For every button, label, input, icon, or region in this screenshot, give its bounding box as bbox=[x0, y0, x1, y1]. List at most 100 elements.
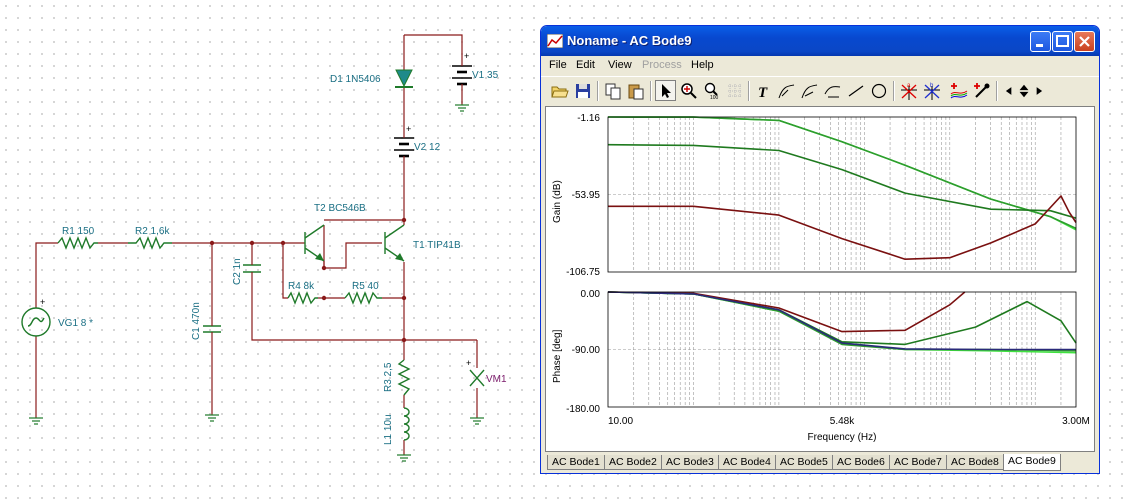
ground-symbols bbox=[29, 104, 484, 462]
select-button[interactable] bbox=[655, 80, 676, 101]
x-tick-5k48: 5.48k bbox=[830, 416, 855, 427]
toolbar-separator bbox=[996, 81, 998, 101]
bode-plot-svg[interactable]: -1.16 -53.95 -106.75 Gain (dB) 0.00 -90.… bbox=[546, 107, 1094, 451]
tab-ac-bode7[interactable]: AC Bode7 bbox=[889, 455, 947, 470]
tab-ac-bode6[interactable]: AC Bode6 bbox=[832, 455, 890, 470]
menu-file[interactable]: File bbox=[549, 59, 567, 71]
svg-text:a: a bbox=[907, 83, 911, 89]
label-vm1: VM1 bbox=[486, 374, 507, 385]
save-button[interactable] bbox=[572, 80, 593, 101]
tab-ac-bode8[interactable]: AC Bode8 bbox=[946, 455, 1004, 470]
circle-button[interactable] bbox=[868, 80, 889, 101]
cursor-b-button[interactable]: b bbox=[921, 80, 942, 101]
tab-ac-bode4[interactable]: AC Bode4 bbox=[718, 455, 776, 470]
resistor-r3[interactable] bbox=[397, 359, 411, 396]
line-icon bbox=[848, 85, 863, 96]
folder-open-icon bbox=[550, 86, 569, 97]
resistor-r4[interactable] bbox=[287, 291, 318, 305]
toolbar-separator bbox=[893, 81, 895, 101]
label-l1: L1 10u bbox=[383, 414, 394, 445]
capacitor-c2[interactable] bbox=[243, 262, 261, 276]
label-v2: V2 12 bbox=[414, 142, 441, 153]
resistor-r5[interactable] bbox=[344, 291, 382, 305]
add-curve-button[interactable] bbox=[948, 80, 969, 101]
minimize-button[interactable] bbox=[1030, 31, 1051, 52]
toolbar-separator bbox=[597, 81, 599, 101]
paste-button[interactable] bbox=[625, 80, 646, 101]
gain-y-tick-bottom: -106.75 bbox=[566, 267, 600, 278]
grid-button[interactable] bbox=[724, 80, 745, 101]
svg-text:+: + bbox=[466, 358, 471, 368]
scroll-right-button[interactable] bbox=[1032, 80, 1046, 101]
bode-plot-window[interactable]: Noname - AC Bode9 File Edit View Process… bbox=[540, 25, 1100, 474]
title-bar[interactable]: Noname - AC Bode9 bbox=[541, 26, 1099, 56]
capacitor-c1[interactable] bbox=[203, 318, 221, 340]
x-axis-label: Frequency (Hz) bbox=[808, 432, 877, 443]
label-r5: R5 40 bbox=[352, 281, 379, 292]
phase-panel-frame bbox=[607, 291, 1077, 408]
transistor-t1[interactable] bbox=[384, 224, 405, 262]
gain-y-tick-top: -1.16 bbox=[577, 113, 600, 124]
close-icon bbox=[1079, 36, 1090, 47]
label-t2: T2 BC546B bbox=[314, 203, 366, 214]
schematic-canvas[interactable]: + + + + R1 150 R2 1,6k C1 470n C2 1n VG1… bbox=[0, 0, 540, 501]
transistor-t2[interactable] bbox=[304, 224, 325, 268]
resistor-r2[interactable] bbox=[128, 236, 172, 250]
toolbar: 100 T a b bbox=[541, 76, 1099, 105]
label-r4: R4 8k bbox=[288, 281, 315, 292]
voltmeter-vm1[interactable]: + bbox=[466, 358, 485, 387]
tab-ac-bode9[interactable]: AC Bode9 bbox=[1003, 454, 1061, 471]
label-t1: T1 TIP41B bbox=[413, 240, 461, 251]
zoom-in-icon bbox=[680, 82, 697, 99]
label-r2: R2 1,6k bbox=[135, 226, 170, 237]
open-button[interactable] bbox=[549, 80, 570, 101]
svg-text:+: + bbox=[464, 51, 469, 61]
add-curve-icon bbox=[950, 82, 967, 98]
color-picker-button[interactable] bbox=[971, 80, 992, 101]
x-tick-10: 10.00 bbox=[608, 416, 633, 427]
curve-label-icon bbox=[824, 85, 840, 97]
menu-view[interactable]: View bbox=[608, 59, 632, 71]
curve-label-icon bbox=[801, 84, 817, 98]
curve-label-2-button[interactable] bbox=[799, 80, 820, 101]
svg-text:b: b bbox=[930, 83, 934, 89]
maximize-button[interactable] bbox=[1052, 31, 1073, 52]
copy-button[interactable] bbox=[602, 80, 623, 101]
circuit-wires bbox=[35, 34, 478, 455]
zoom-100-icon: 100 bbox=[704, 82, 718, 100]
text-button[interactable]: T bbox=[753, 80, 774, 101]
plot-icon bbox=[547, 34, 563, 48]
line-button[interactable] bbox=[845, 80, 866, 101]
voltage-generator-vg1[interactable]: + bbox=[21, 297, 51, 337]
scroll-left-button[interactable] bbox=[1002, 80, 1016, 101]
phase-curve-3 bbox=[607, 291, 1077, 346]
label-v1: V1 35 bbox=[472, 70, 499, 81]
close-button[interactable] bbox=[1074, 31, 1095, 52]
svg-text:+: + bbox=[40, 297, 45, 307]
zoom-100-button[interactable]: 100 bbox=[701, 80, 722, 101]
tab-ac-bode2[interactable]: AC Bode2 bbox=[604, 455, 662, 470]
arrow-pointer-icon bbox=[661, 83, 671, 98]
battery-v2[interactable]: + bbox=[394, 124, 414, 158]
menu-help[interactable]: Help bbox=[691, 59, 714, 71]
menu-edit[interactable]: Edit bbox=[576, 59, 595, 71]
maximize-icon bbox=[1056, 35, 1069, 47]
inductor-l1[interactable] bbox=[403, 407, 410, 441]
plot-frames bbox=[607, 116, 1077, 408]
resistor-r1[interactable] bbox=[57, 236, 98, 250]
tab-ac-bode3[interactable]: AC Bode3 bbox=[661, 455, 719, 470]
bode-plot-area[interactable]: -1.16 -53.95 -106.75 Gain (dB) 0.00 -90.… bbox=[545, 106, 1095, 452]
diode-d1[interactable] bbox=[395, 69, 413, 88]
battery-v1[interactable]: + bbox=[452, 51, 472, 88]
curve-label-1-button[interactable] bbox=[776, 80, 797, 101]
tab-ac-bode1[interactable]: AC Bode1 bbox=[547, 455, 605, 470]
tab-ac-bode5[interactable]: AC Bode5 bbox=[775, 455, 833, 470]
scroll-updown-button[interactable] bbox=[1016, 80, 1032, 101]
curve-label-3-button[interactable] bbox=[822, 80, 843, 101]
zoom-in-button[interactable] bbox=[678, 80, 699, 101]
phase-curve-5 bbox=[607, 291, 1076, 351]
cursor-a-button[interactable]: a bbox=[898, 80, 919, 101]
minimize-icon bbox=[1036, 44, 1043, 47]
menu-process[interactable]: Process bbox=[642, 59, 682, 71]
